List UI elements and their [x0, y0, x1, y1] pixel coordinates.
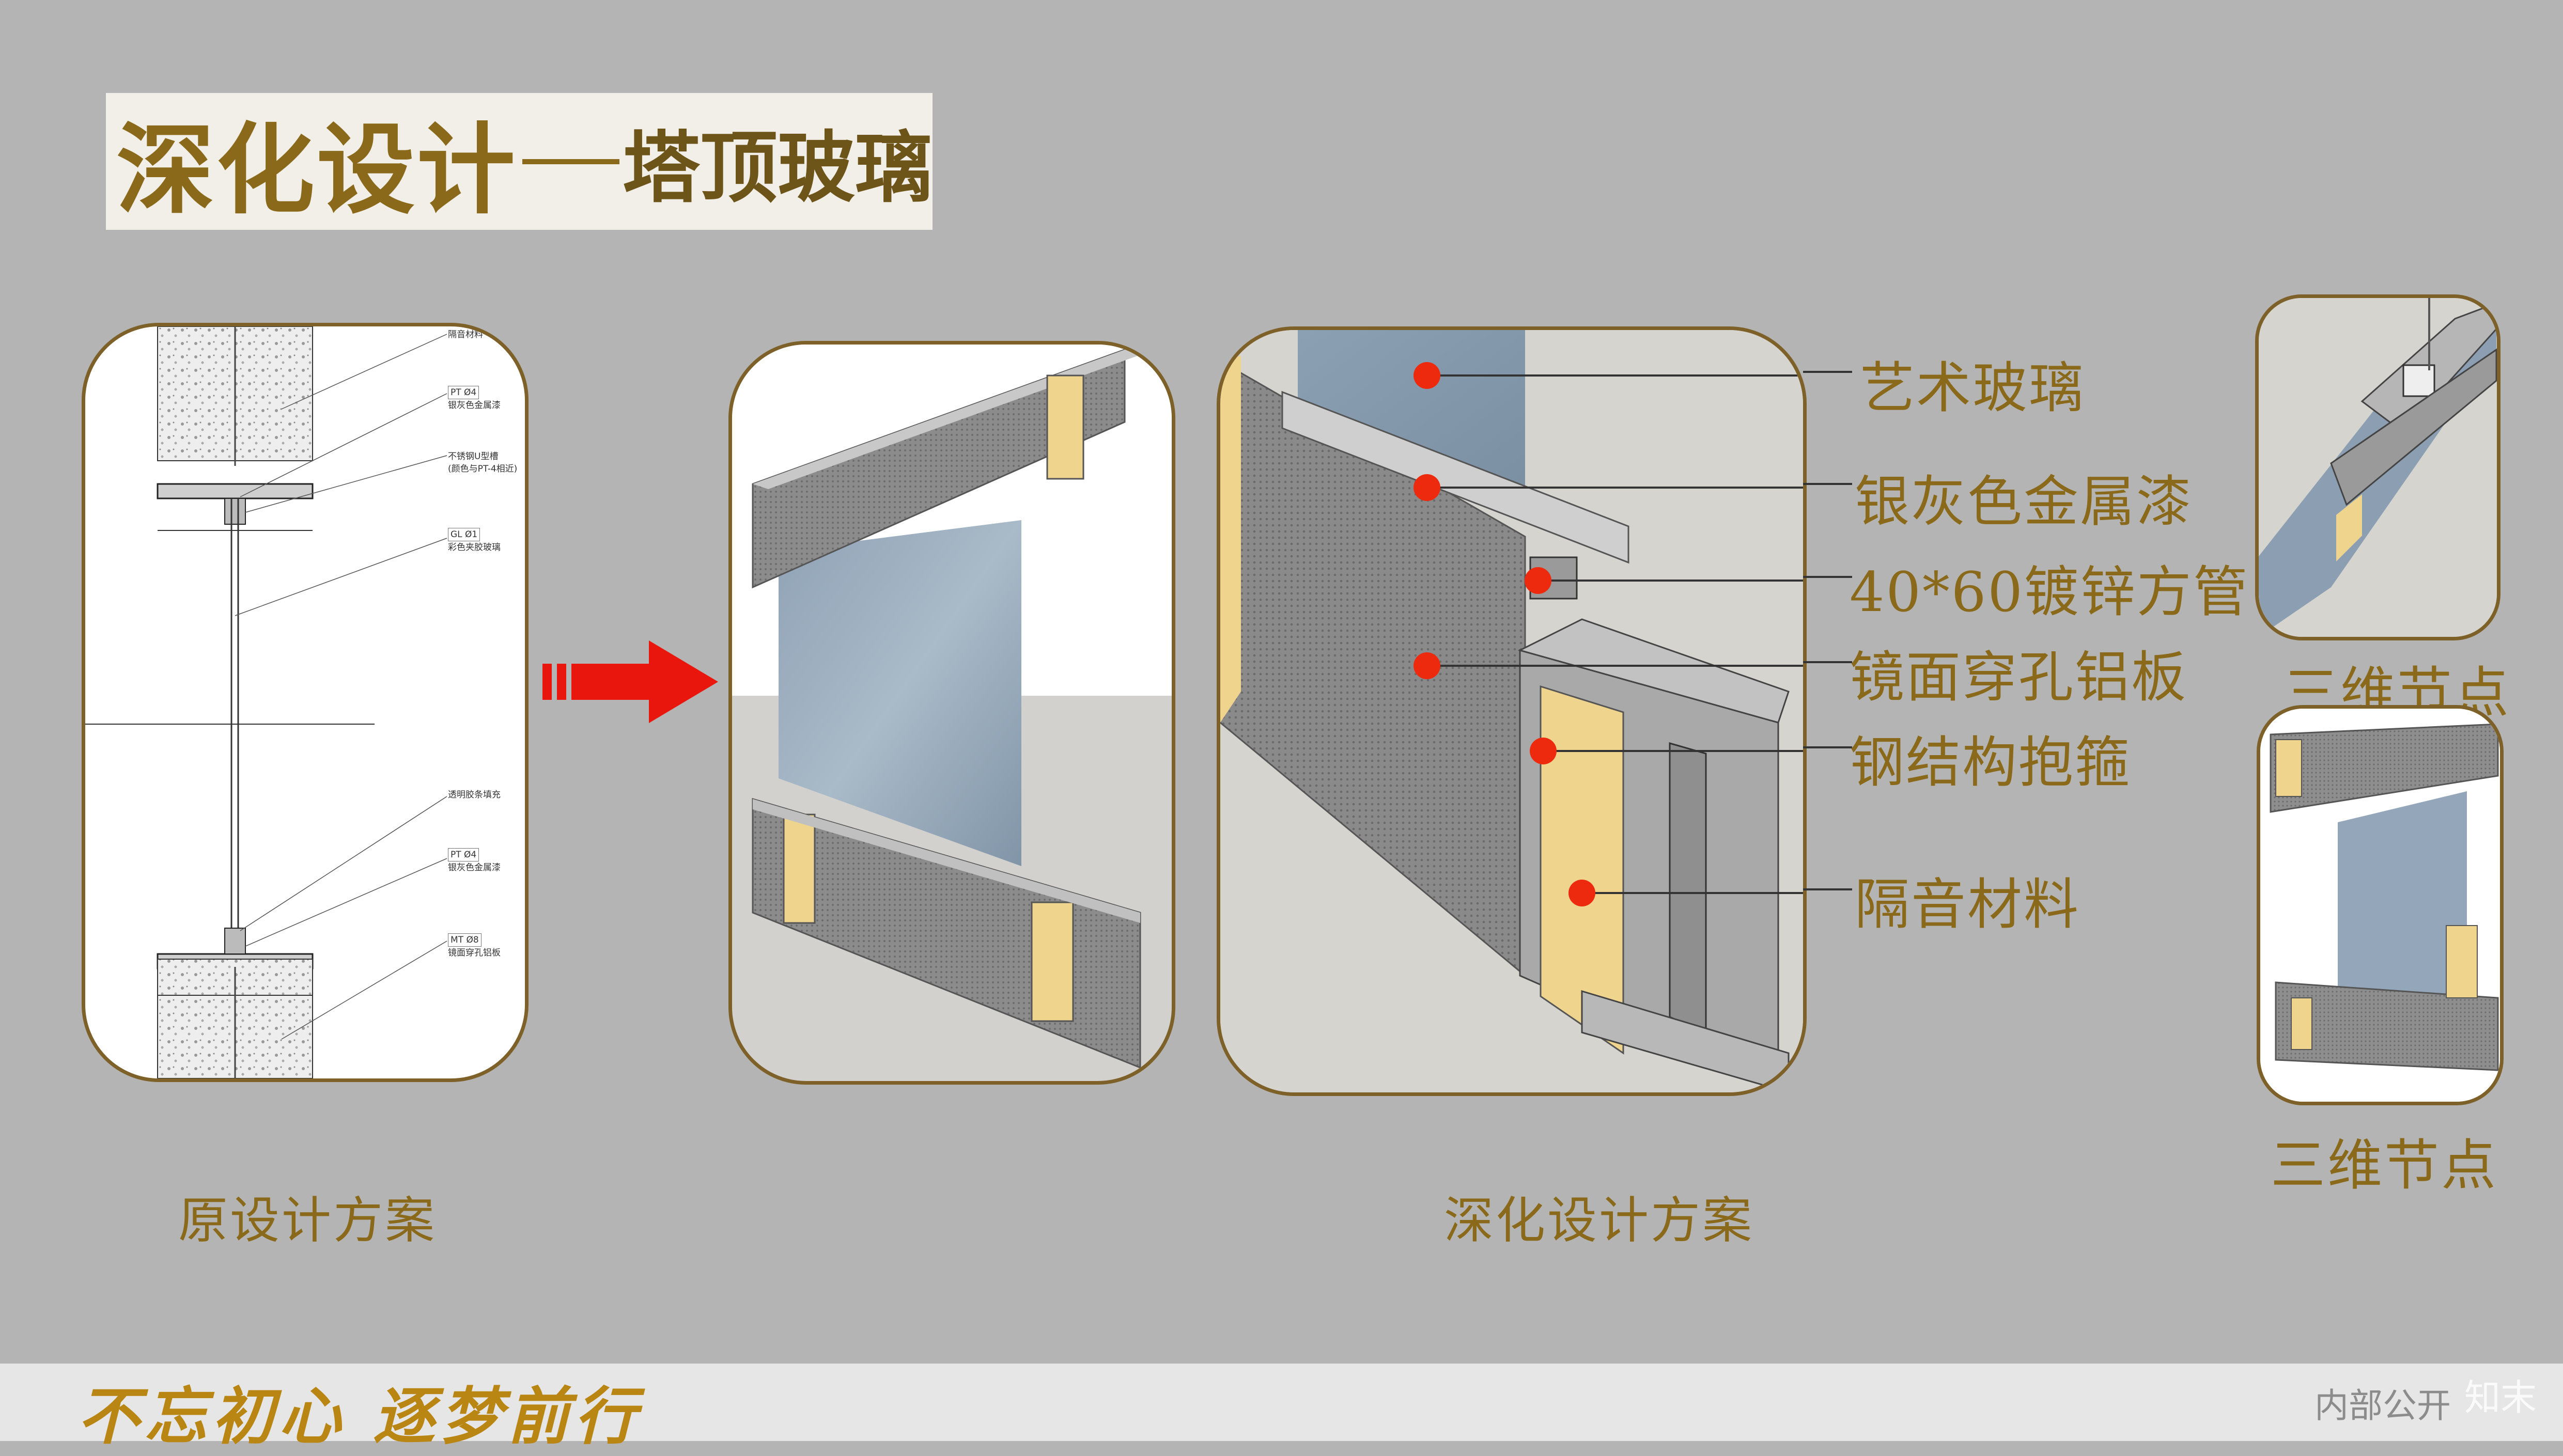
callout-steel-hoop: 钢结构抱箍	[1850, 731, 2131, 794]
callout-leader-lines	[1803, 371, 1852, 890]
drawing-note-5: 透明胶条填充	[448, 790, 501, 800]
page-title: 深化设计	[116, 112, 518, 227]
callout-steel-tube: 40*60镀锌方管	[1850, 560, 2249, 624]
caption-original-design: 原设计方案	[178, 1192, 437, 1249]
watermark: 知末	[2464, 1376, 2537, 1419]
footer-bar	[0, 1364, 2563, 1441]
node-render-1	[2255, 294, 2500, 640]
node-render-2	[2257, 705, 2504, 1105]
callout-dot-steel-hoop	[1530, 738, 1557, 764]
callout-dot-art-glass	[1413, 362, 1440, 389]
drawing-note-2: PT Ø4 银灰色金属漆	[448, 386, 501, 412]
title-dash	[522, 159, 619, 164]
callout-insulation: 隔音材料	[1855, 873, 2080, 936]
callout-art-glass: 艺术玻璃	[1860, 356, 2085, 420]
callout-metal-paint: 银灰色金属漆	[1855, 470, 2193, 534]
drawing-note-7: MT Ø8 镜面穿孔铝板	[448, 933, 501, 959]
deepened-design-render	[728, 341, 1175, 1085]
title-banner: 深化设计 塔顶玻璃	[106, 93, 933, 230]
cad-section-drawing	[85, 326, 447, 1078]
node-3d-illustration-1	[2259, 298, 2497, 637]
detail-render	[1217, 326, 1807, 1096]
footer-note: 内部公开	[2315, 1386, 2451, 1426]
drawing-note-6: PT Ø4 银灰色金属漆	[448, 848, 501, 874]
detail-3d-illustration	[1220, 330, 1803, 1092]
drawing-note-3: 不锈钢U型槽 (颜色与PT-4相近)	[448, 451, 518, 474]
node-3d-illustration-2	[2260, 709, 2500, 1102]
drawing-note-4: GL Ø1 彩色夹胶玻璃	[448, 528, 501, 554]
caption-deepened-design: 深化设计方案	[1444, 1192, 1754, 1249]
callout-dot-insulation	[1568, 880, 1595, 906]
red-arrow-icon	[542, 640, 718, 723]
callout-dot-perforated-panel	[1413, 652, 1440, 679]
drawing-note-1: 隔音材料	[448, 330, 483, 340]
node-label-2: 三维节点	[2271, 1134, 2498, 1197]
footer-slogan: 不忘初心 逐梦前行	[77, 1380, 642, 1453]
callout-dot-metal-paint	[1413, 474, 1440, 501]
callout-dot-steel-tube	[1525, 567, 1551, 594]
original-design-drawing: 隔音材料 PT Ø4 银灰色金属漆 不锈钢U型槽 (颜色与PT-4相近) GL …	[82, 323, 529, 1082]
page-subtitle: 塔顶玻璃	[622, 122, 933, 213]
callout-perforated-panel: 镜面穿孔铝板	[1850, 646, 2187, 709]
render-3d-illustration	[732, 345, 1172, 1069]
